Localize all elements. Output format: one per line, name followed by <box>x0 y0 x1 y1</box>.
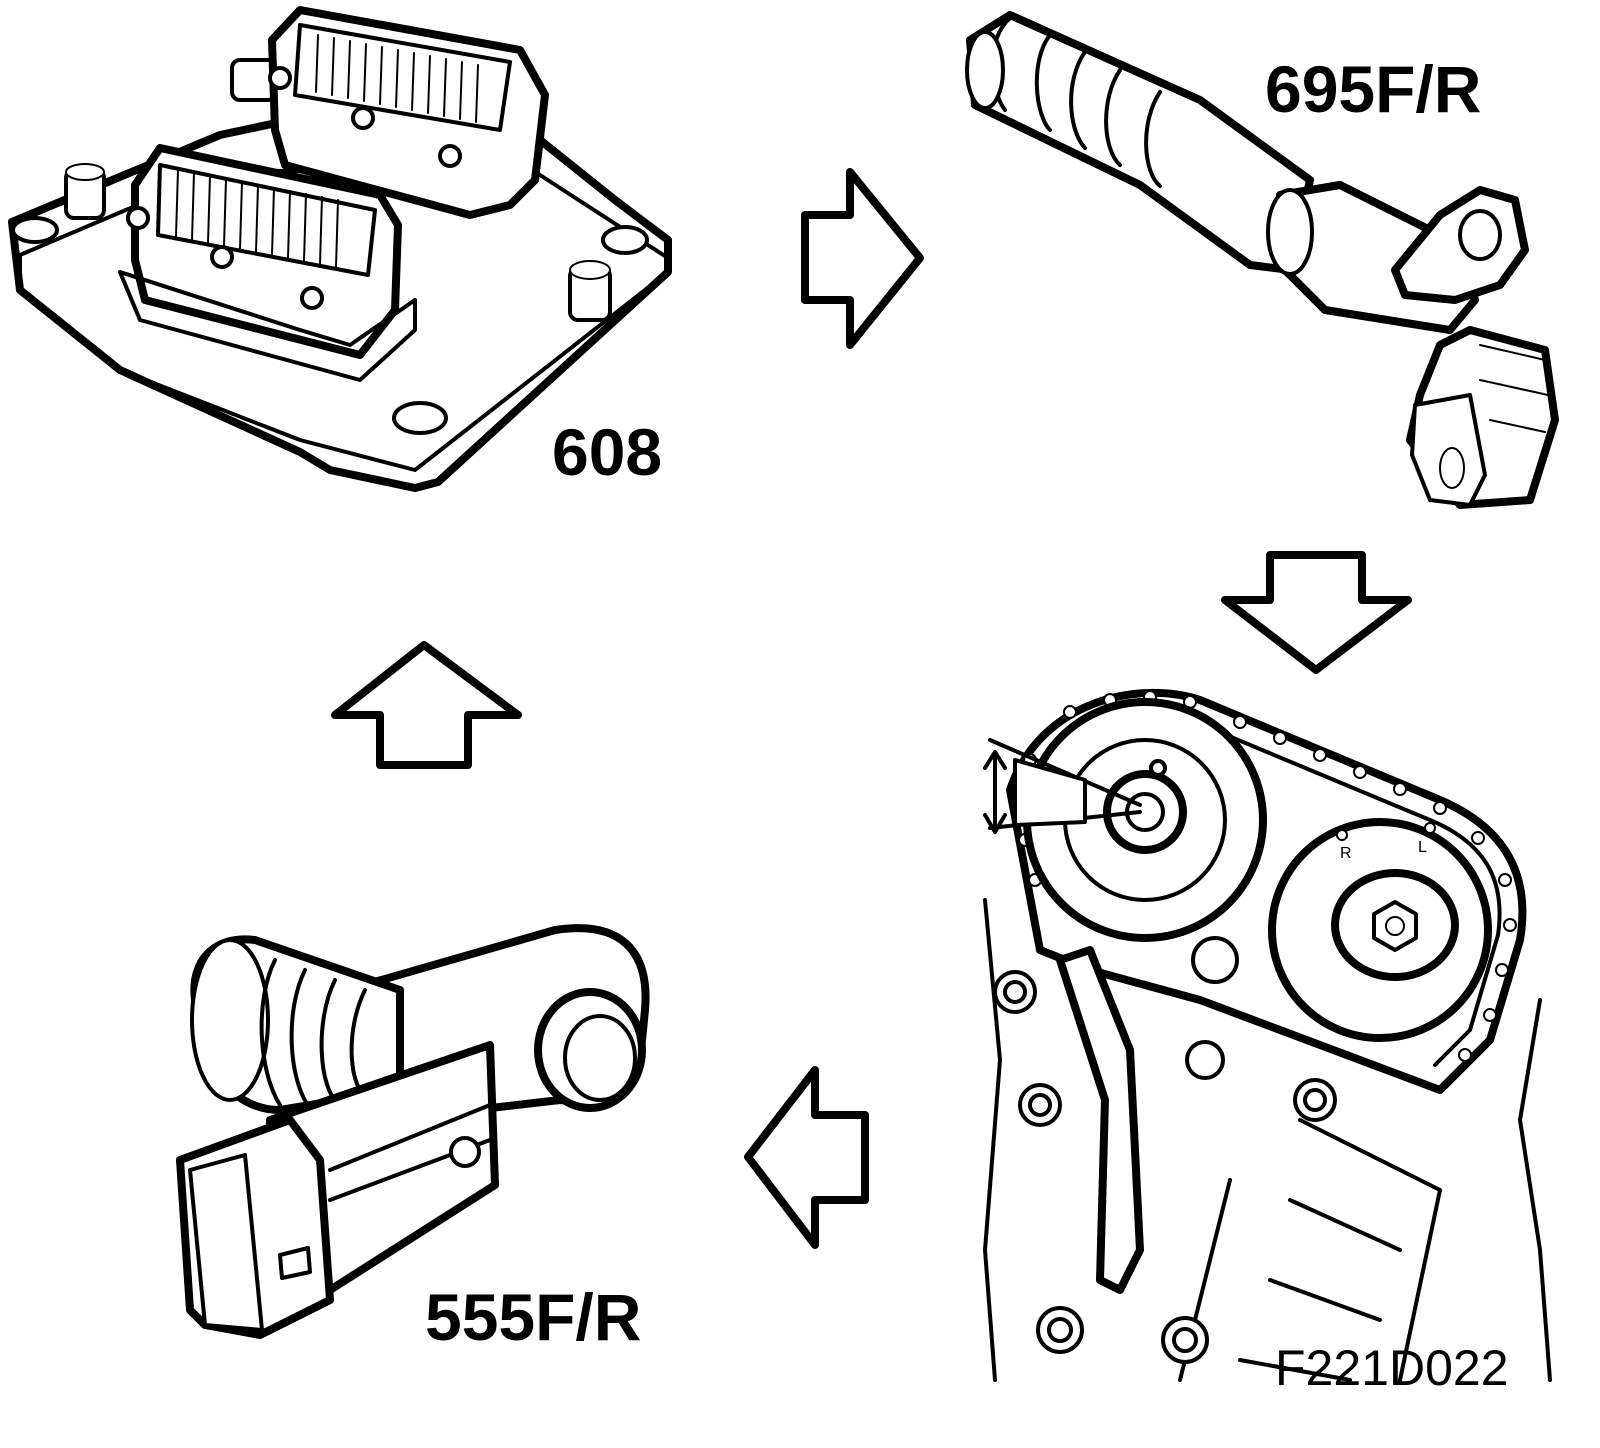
solenoid-label: 695F/R <box>1265 52 1481 126</box>
chain-links <box>1015 690 1517 1062</box>
sensor-connector-face <box>188 1153 264 1332</box>
solenoid-flange-hole <box>1458 209 1502 261</box>
flow-arrow-right <box>801 168 924 349</box>
solenoid-ring-2 <box>1034 33 1052 132</box>
chain-tensioner-guide <box>1056 946 1144 1294</box>
ecu-standoff-1-top <box>65 163 105 181</box>
ecu-connector-lower <box>126 144 402 359</box>
engine-cover-ribs <box>1178 1118 1442 1382</box>
sensor-probe-tip <box>190 938 270 1102</box>
ecu-label: 608 <box>552 415 662 489</box>
sensor-body-screw <box>449 1136 481 1168</box>
timing-angle-scale <box>1013 758 1087 827</box>
solenoid-valve <box>965 11 1559 509</box>
solenoid-connector-latch <box>1439 447 1465 489</box>
solenoid-spool <box>966 11 1314 274</box>
flow-arrow-up <box>331 641 522 769</box>
ecu-plate-lower-edge <box>118 270 670 472</box>
solenoid-ring-4 <box>1104 68 1122 167</box>
solenoid-housing-end <box>1266 188 1314 276</box>
solenoid-tip <box>965 30 1005 110</box>
ecu-mount-hole-left <box>11 216 59 244</box>
ecu-housing-ridge <box>118 270 417 382</box>
engine-block-outline <box>983 898 1552 1382</box>
ecu-standoff-2-top <box>569 260 611 280</box>
cam-sprocket-left-pin <box>1149 759 1167 777</box>
ecu-module <box>8 6 672 492</box>
solenoid-ring-5 <box>1144 90 1162 188</box>
sensor-label: 555F/R <box>425 1280 641 1354</box>
ecu-connector-upper <box>268 6 549 219</box>
sprocket-mark-l: L <box>1418 839 1427 856</box>
sensor-connector-latch <box>278 1246 312 1280</box>
cam-sprocket-right-mark-r-dot <box>1336 829 1348 841</box>
solenoid-ring-3 <box>1069 50 1087 150</box>
engine-bolts <box>993 936 1337 1364</box>
cam-position-sensor <box>176 924 650 1339</box>
sensor-mount-hole <box>563 1014 637 1102</box>
ecu-mount-hole-bottom <box>392 401 448 435</box>
timing-chain-assembly: R L <box>983 688 1552 1382</box>
sprocket-mark-r: R <box>1340 845 1352 862</box>
flow-arrow-left <box>744 1066 869 1249</box>
flow-arrow-down <box>1221 551 1412 674</box>
ecu-mount-hole-right <box>601 225 649 255</box>
cam-sprocket-right-mark-l-dot <box>1424 822 1436 834</box>
timing-adjust-arrow <box>983 750 1007 834</box>
figure-reference: F221D022 <box>1275 1340 1509 1396</box>
